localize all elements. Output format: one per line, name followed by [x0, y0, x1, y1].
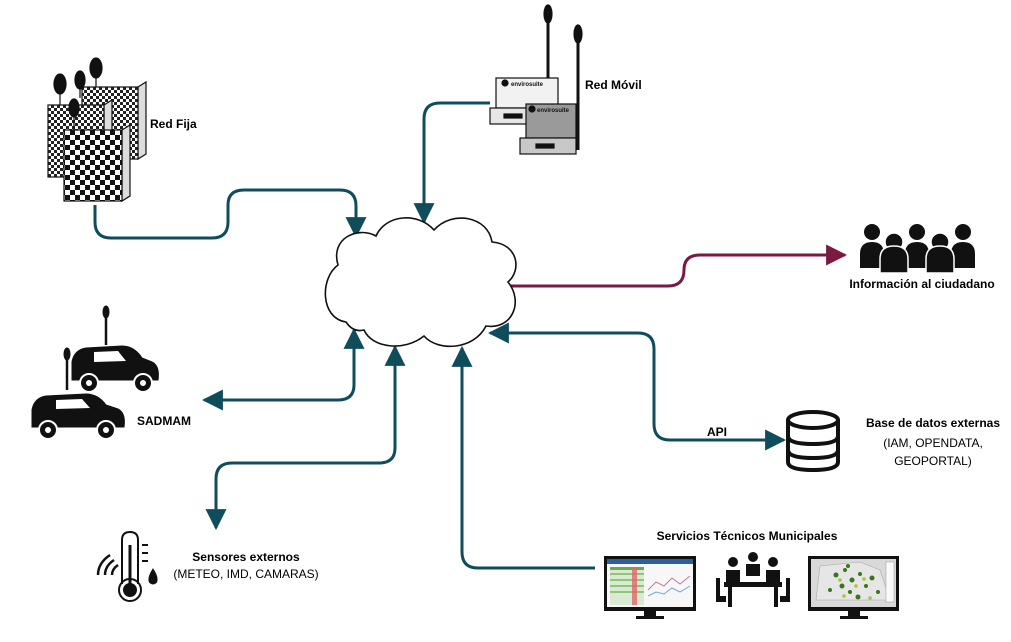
- meeting-icon: [716, 552, 790, 607]
- thermometer-icon: [96, 530, 158, 602]
- fixed-station-icon: [47, 57, 147, 203]
- servicios-label: Servicios Técnicos Municipales: [657, 529, 838, 543]
- dashboard-monitor-icon: [604, 556, 696, 619]
- sensores-detail: (METEO, IMD, CAMARAS): [173, 567, 318, 581]
- cloud-icon: [324, 217, 517, 348]
- base-datos-detail-2: GEOPORTAL): [894, 454, 972, 468]
- base-datos-detail-1: (IAM, OPENDATA,: [883, 436, 983, 450]
- connectors: [93, 101, 848, 570]
- connector-sensores: [205, 344, 406, 531]
- database-icon: [786, 410, 840, 473]
- connector-servicios: [451, 345, 595, 570]
- brand-logo-front: envirosuite: [537, 108, 570, 114]
- connector-sadmam: [201, 327, 365, 411]
- sadmam-label: SADMAM: [137, 414, 191, 428]
- brand-logo-back: envirosuite: [511, 82, 544, 88]
- car-sensor-icon: [31, 305, 159, 440]
- info-ciudadano-label: Información al ciudadano: [849, 277, 994, 291]
- api-label: API: [707, 425, 727, 439]
- red-fija-label: Red Fija: [150, 117, 197, 131]
- people-group-icon: [860, 224, 975, 274]
- connector-red-movil: [413, 101, 490, 225]
- connector-red-fija: [93, 188, 367, 240]
- connector-base-datos: [487, 322, 787, 451]
- red-movil-label: Red Móvil: [585, 78, 642, 92]
- sensores-label: Sensores externos: [192, 550, 300, 564]
- base-datos-label: Base de datos externas: [866, 416, 1000, 430]
- connector-info-ciudadano: [510, 244, 848, 288]
- map-monitor-icon: [808, 556, 899, 619]
- mobile-station-icon: [489, 4, 583, 155]
